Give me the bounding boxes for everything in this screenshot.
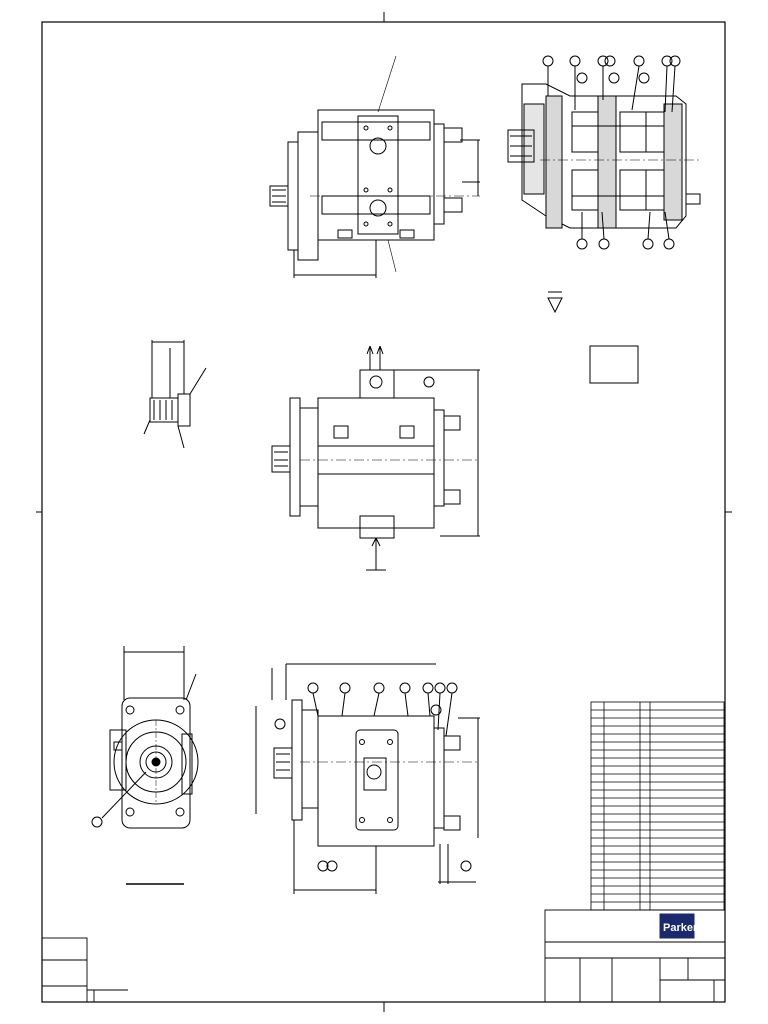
section-view [507, 55, 701, 250]
front-view [91, 646, 199, 885]
side-view [271, 345, 480, 571]
spline-detail [143, 340, 207, 449]
bottom-view [255, 663, 480, 894]
parker-logo: Parker [659, 913, 698, 939]
parts-table [590, 701, 725, 911]
sheet-border [36, 12, 732, 1012]
note-box [589, 345, 639, 384]
top-view [269, 55, 480, 278]
revision-block [41, 937, 128, 1003]
title-block [544, 909, 726, 1003]
surface-finish-symbol [547, 291, 563, 314]
logo-text: Parker [663, 922, 698, 934]
